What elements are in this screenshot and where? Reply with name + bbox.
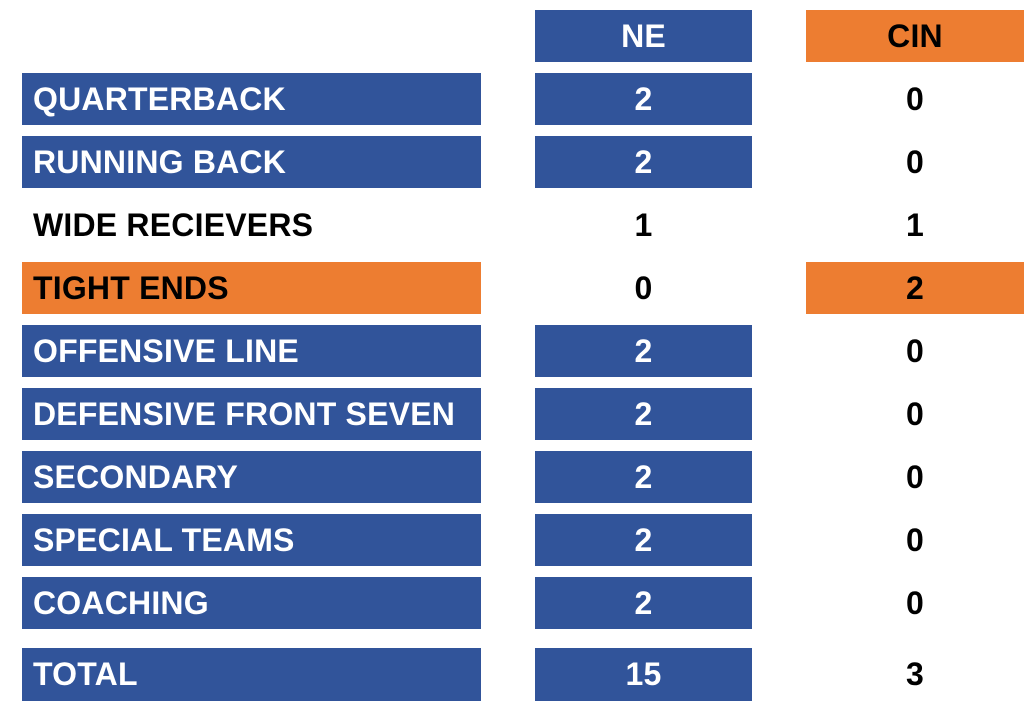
row-cin-value: 1 <box>906 206 924 243</box>
total-label: TOTAL <box>22 648 481 701</box>
row-label: SPECIAL TEAMS <box>22 514 481 566</box>
row-cin-value: 0 <box>906 584 924 621</box>
row-label: RUNNING BACK <box>22 136 481 188</box>
row-ne-value: 2 <box>535 451 752 503</box>
row-label: DEFENSIVE FRONT SEVEN <box>22 388 481 440</box>
row-cin-value: 0 <box>906 143 924 180</box>
row-cin-value: 2 <box>806 262 1024 314</box>
total-cin-value: 3 <box>906 656 924 692</box>
row-label: COACHING <box>22 577 481 629</box>
row-cin-value: 0 <box>906 521 924 558</box>
row-cin-value: 0 <box>906 332 924 369</box>
row-ne-value: 2 <box>535 325 752 377</box>
row-ne-value: 2 <box>535 388 752 440</box>
row-label: QUARTERBACK <box>22 73 481 125</box>
row-ne-value: 2 <box>535 136 752 188</box>
row-label: OFFENSIVE LINE <box>22 325 481 377</box>
row-ne-value: 2 <box>535 577 752 629</box>
row-label: SECONDARY <box>22 451 481 503</box>
row-label: TIGHT ENDS <box>22 262 481 314</box>
row-cin-value: 0 <box>906 395 924 432</box>
header-cin: CIN <box>806 10 1024 62</box>
row-cin-value: 0 <box>906 458 924 495</box>
row-label: WIDE RECIEVERS <box>33 206 314 243</box>
header-ne: NE <box>535 10 752 62</box>
total-ne-value: 15 <box>535 648 752 701</box>
row-cin-value: 0 <box>906 80 924 117</box>
row-ne-value: 2 <box>535 73 752 125</box>
row-ne-value: 0 <box>634 269 653 306</box>
row-ne-value: 2 <box>535 514 752 566</box>
row-ne-value: 1 <box>634 206 653 243</box>
